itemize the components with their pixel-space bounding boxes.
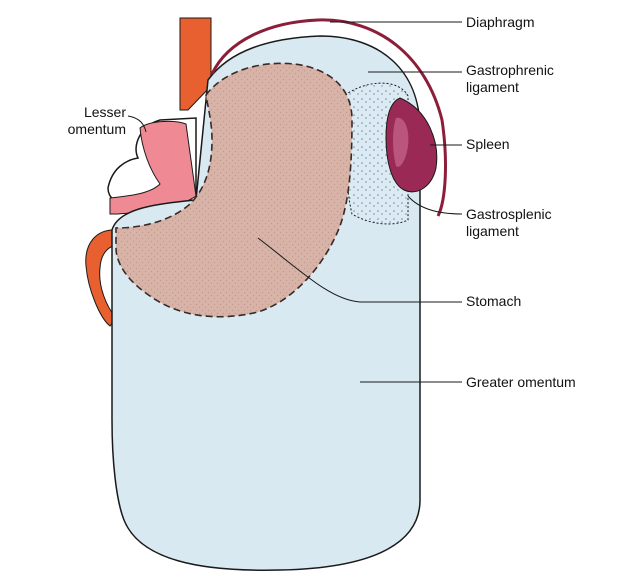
- label-gastrosplenic-line1: Gastrosplenic: [466, 206, 552, 223]
- label-spleen: Spleen: [466, 136, 510, 153]
- label-lesser-omentum: Lesser omentum: [20, 104, 126, 138]
- label-gastrophrenic-ligament: Gastrophrenic ligament: [466, 62, 554, 96]
- label-stomach: Stomach: [466, 293, 521, 310]
- label-greater-omentum: Greater omentum: [466, 374, 576, 391]
- label-gastrophrenic-line2: ligament: [466, 79, 554, 96]
- label-lesser-omentum-line1: Lesser: [20, 104, 126, 121]
- label-lesser-omentum-line2: omentum: [20, 121, 126, 138]
- label-gastrosplenic-ligament: Gastrosplenic ligament: [466, 206, 552, 240]
- label-diaphragm: Diaphragm: [466, 14, 534, 31]
- label-gastrophrenic-line1: Gastrophrenic: [466, 62, 554, 79]
- label-gastrosplenic-line2: ligament: [466, 223, 552, 240]
